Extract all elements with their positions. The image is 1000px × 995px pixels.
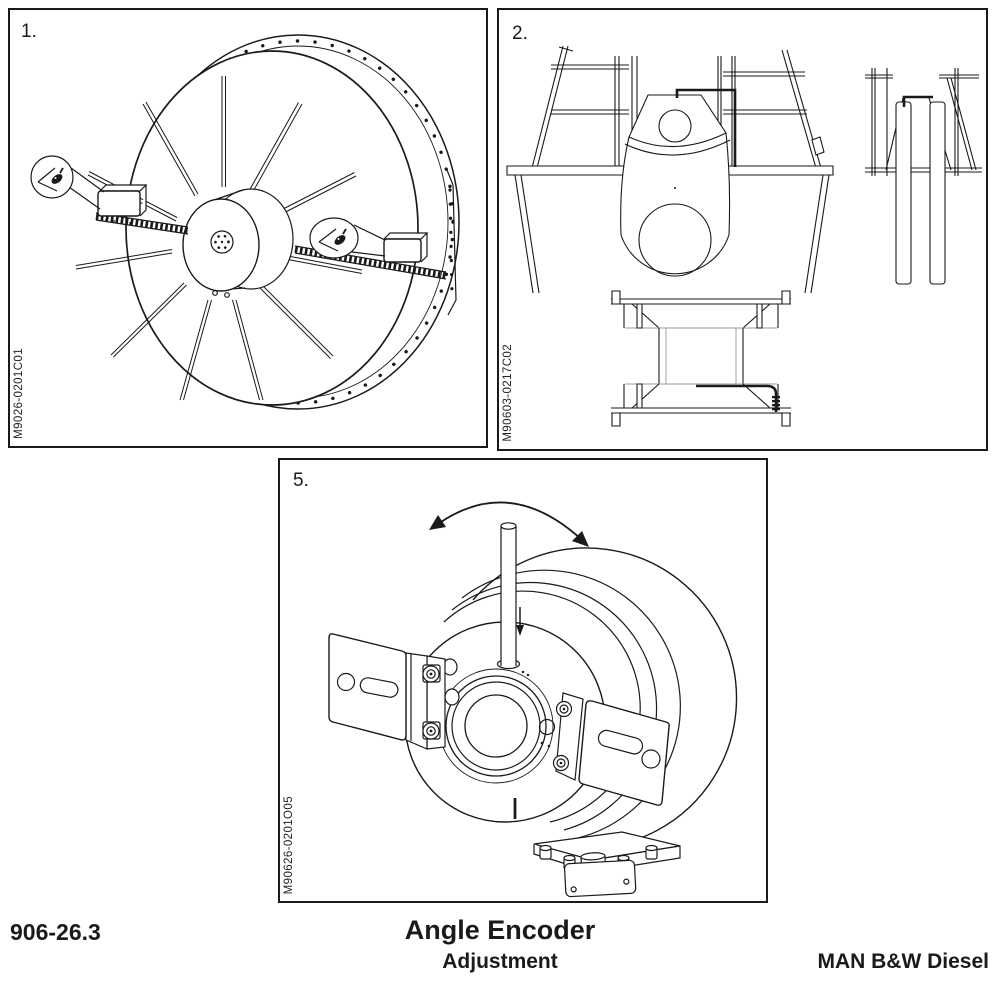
figure-code-2: M90603-0217C02 bbox=[502, 344, 514, 442]
rim-flange bbox=[447, 170, 456, 315]
mounting-bracket-right bbox=[554, 693, 670, 805]
figure-code-1: M9026-0201C01 bbox=[13, 348, 25, 439]
figure-panel-1: 1. M9026-0201C01 bbox=[8, 8, 488, 448]
brand-name: MAN B&W Diesel bbox=[817, 950, 989, 973]
sensor-callout-left bbox=[31, 156, 104, 209]
doc-number: 906-26.3 bbox=[10, 919, 101, 945]
figure-number-5: 5. bbox=[293, 470, 309, 491]
engine-front-view bbox=[507, 46, 833, 293]
shaft-collar bbox=[439, 669, 555, 783]
pickup-sensor-left bbox=[98, 185, 146, 225]
angle-encoder-drawing bbox=[280, 460, 766, 901]
figure-number-2: 2. bbox=[512, 23, 528, 44]
engine-views-drawing bbox=[499, 10, 986, 449]
mounting-bracket-left bbox=[329, 634, 459, 749]
encoder-foot bbox=[534, 832, 680, 897]
engine-side-view bbox=[865, 68, 982, 284]
down-arrow bbox=[516, 607, 524, 636]
figure-panel-5: 5. M90626-0201O05 bbox=[278, 458, 768, 903]
page-subtitle: Adjustment bbox=[442, 950, 558, 973]
adjustment-rod bbox=[498, 523, 520, 669]
connector-box bbox=[564, 851, 636, 897]
flywheel-hub bbox=[183, 189, 293, 297]
shaft-coupling-view bbox=[611, 291, 791, 426]
flywheel-spokes bbox=[76, 76, 362, 400]
figure-panel-2: 2. M90603-0217C02 bbox=[497, 8, 988, 451]
encoder-cable-side bbox=[904, 97, 933, 107]
pickup-sensor-right bbox=[384, 233, 427, 262]
sensor-callout-right bbox=[310, 218, 385, 258]
encoder-cable-coupling bbox=[696, 386, 776, 412]
flywheel-drawing bbox=[10, 10, 486, 446]
figure-code-5: M90626-0201O05 bbox=[283, 795, 295, 894]
figure-number-1: 1. bbox=[21, 21, 37, 42]
encoder-cable-front bbox=[677, 90, 735, 167]
rotation-arrow bbox=[429, 502, 589, 547]
page-title: Angle Encoder bbox=[404, 915, 596, 945]
